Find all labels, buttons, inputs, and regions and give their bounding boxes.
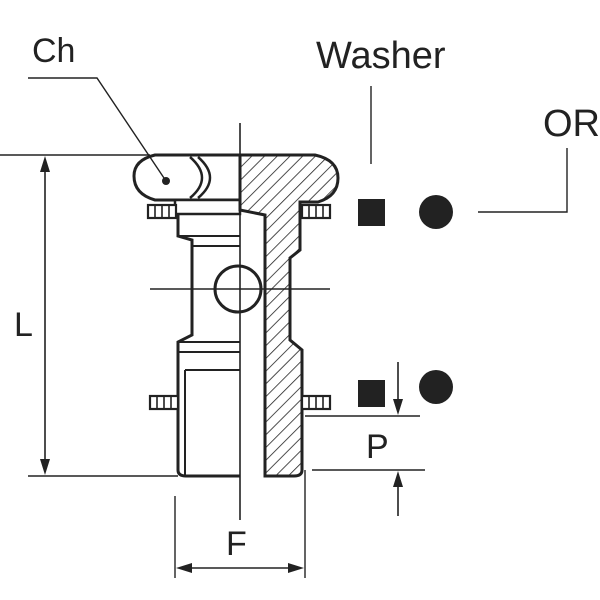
f-label: F [226,525,247,563]
or-symbol-bottom [419,370,453,404]
or-symbol-top [419,195,453,229]
or-leader-line [478,148,568,213]
l-dimension [0,154,178,477]
f-dimension [174,470,306,578]
ch-label: Ch [32,32,75,70]
washer-symbol-bottom [358,380,385,407]
thread-stub-bottom-right [300,394,332,411]
or-label: OR [543,103,600,145]
thread-stub-top-left [146,203,178,220]
p-label: P [366,428,389,466]
banjo-bolt-body [132,153,242,478]
thread-stub-top-right [300,203,332,220]
washer-symbol-top [358,199,385,226]
washer-label: Washer [316,35,446,77]
p-dimension [305,362,425,516]
ch-leader-line [28,77,167,182]
bolt-section-hatched [238,153,340,478]
thread-stub-bottom-left [148,394,180,411]
l-label: L [14,306,33,344]
